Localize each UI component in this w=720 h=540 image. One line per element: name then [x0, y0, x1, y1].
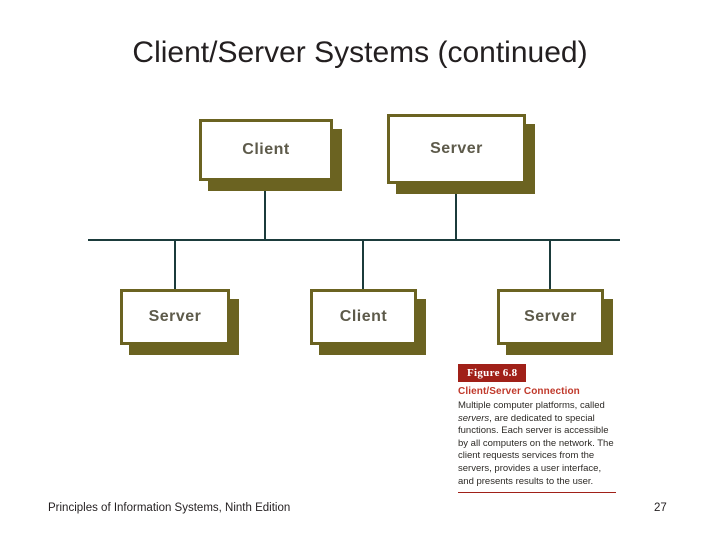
node-face: Client — [199, 119, 333, 181]
connector-server-bottom-left — [174, 240, 176, 290]
figure-number-badge: Figure 6.8 — [458, 364, 527, 383]
node-label: Server — [430, 140, 483, 157]
node-server-top: Server — [387, 114, 535, 194]
node-server-bottom-left: Server — [120, 289, 239, 355]
client-server-diagram: Client Server Server Client Server — [88, 114, 620, 355]
node-face: Server — [120, 289, 230, 345]
node-server-bottom-right: Server — [497, 289, 613, 355]
connector-server-top — [455, 184, 457, 240]
connector-server-bottom-right — [549, 240, 551, 290]
node-face: Client — [310, 289, 417, 345]
node-label: Server — [524, 308, 577, 325]
network-bus-line — [88, 239, 620, 241]
figure-body-rest: , are dedicated to special functions. Ea… — [458, 412, 614, 487]
node-client-bottom-center: Client — [310, 289, 426, 355]
page-title: Client/Server Systems (continued) — [132, 36, 588, 69]
figure-body-text: Multiple computer platforms, called serv… — [458, 400, 614, 488]
node-label: Server — [148, 308, 202, 325]
node-label: Client — [339, 308, 388, 325]
figure-subtitle: Client/Server Connection — [458, 386, 580, 398]
connector-client-bottom-center — [362, 240, 364, 290]
figure-caption-block: Figure 6.8 Client/Server Connection Mult… — [458, 363, 616, 488]
connector-client-top — [264, 181, 266, 240]
figure-body-emphasis: servers — [458, 412, 490, 424]
figure-body-lead: Multiple computer platforms, called — [458, 400, 605, 412]
footer-page-number: 27 — [654, 502, 667, 514]
node-face: Server — [497, 289, 604, 345]
node-label: Client — [242, 141, 290, 158]
footer-source: Principles of Information Systems, Ninth… — [48, 502, 291, 514]
node-face: Server — [387, 114, 526, 184]
figure-underline-rule — [458, 492, 616, 493]
node-client-top: Client — [199, 119, 342, 191]
